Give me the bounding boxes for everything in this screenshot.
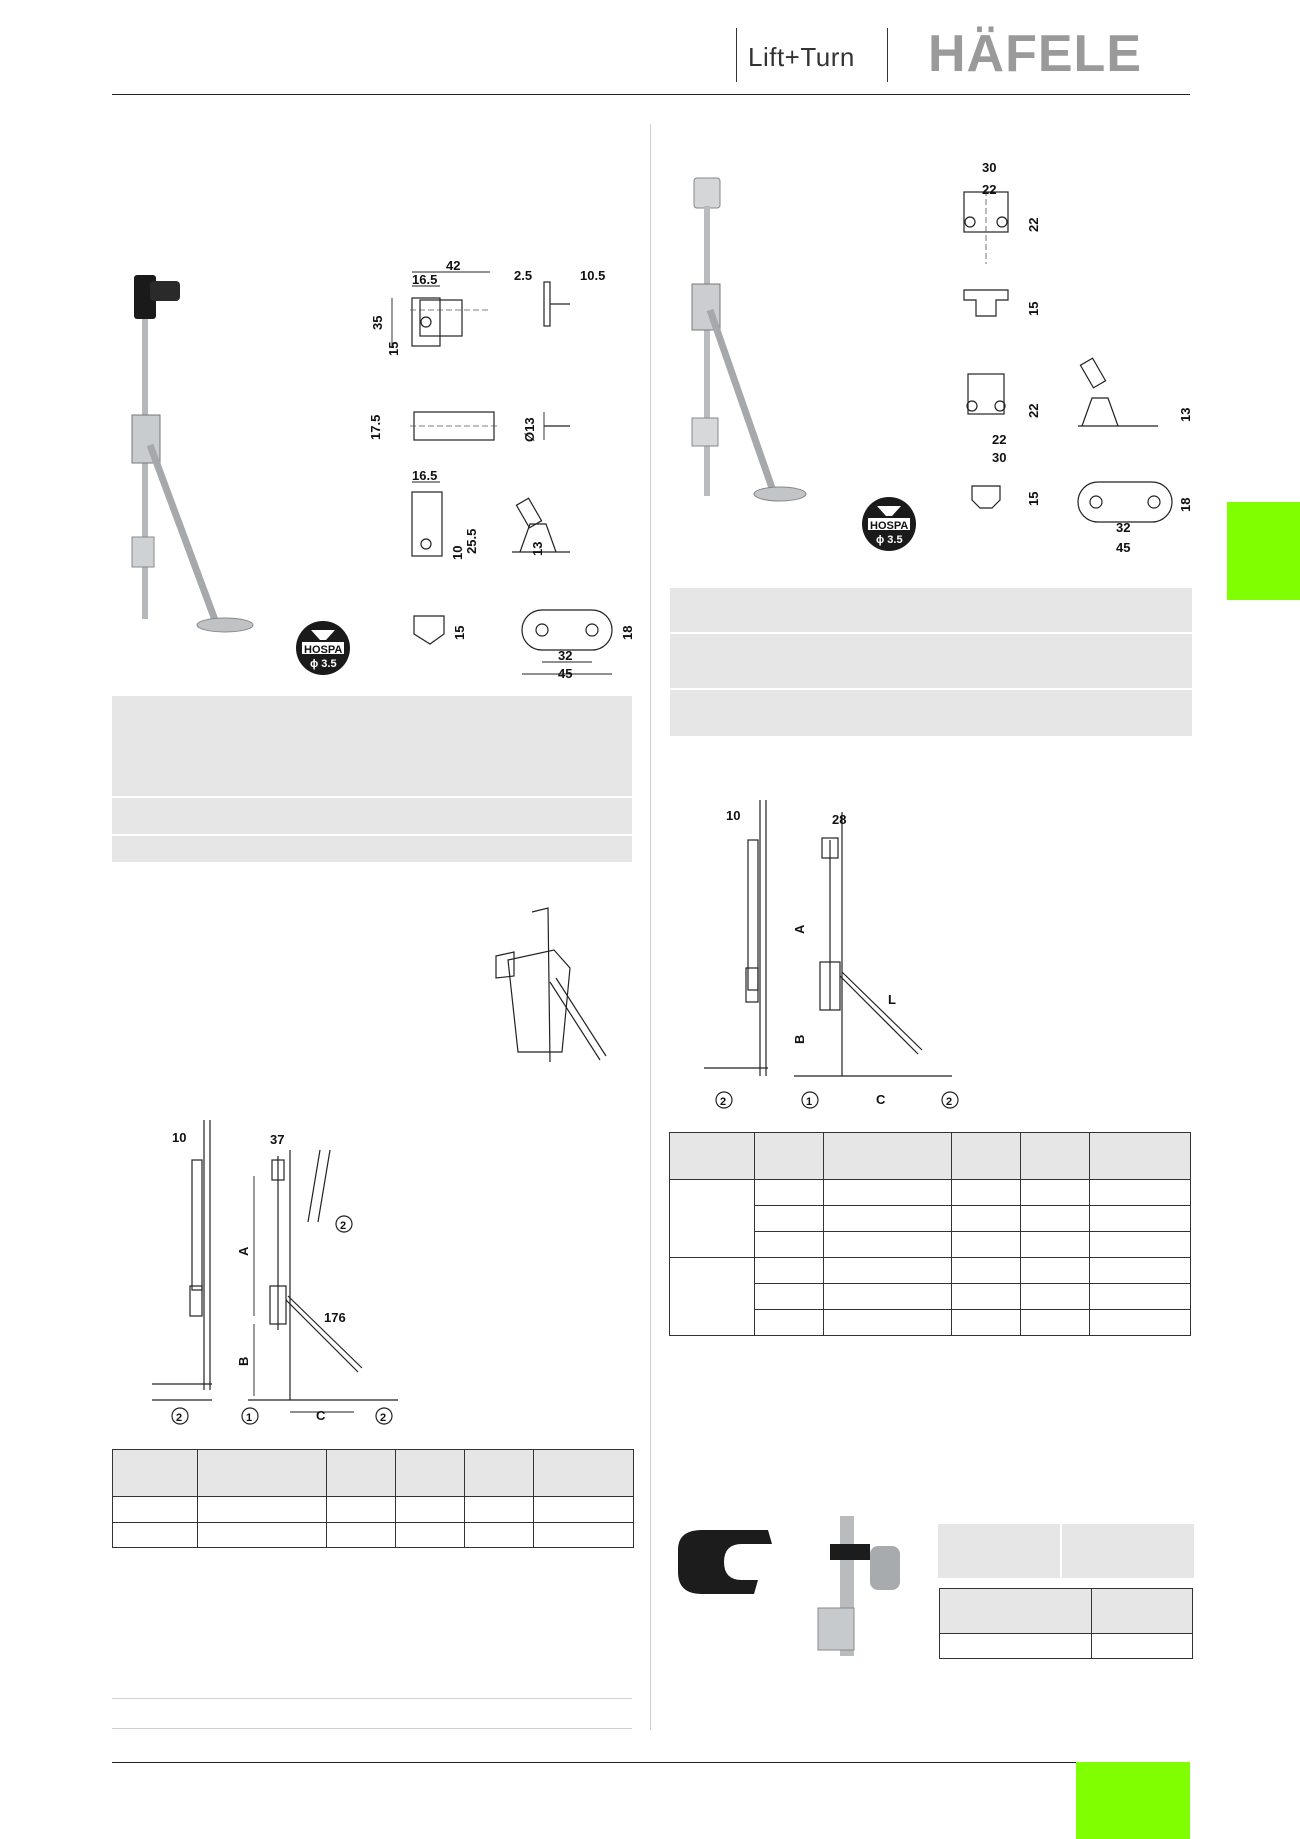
- hospa-screw-icon: [296, 621, 350, 675]
- installation-drawing-left: 10 37 A B 176 C 2 1 2 2: [152, 1120, 398, 1425]
- rdim-22: 22: [982, 182, 996, 197]
- dim-16-5-b: 16.5: [412, 468, 437, 483]
- dimension-table-right: [669, 1132, 1191, 1336]
- spec-panel-divider: [112, 834, 632, 836]
- install-dim-10: 10: [726, 808, 740, 823]
- hospa-badge: HOSPA ϕ 3.5: [294, 620, 352, 676]
- install-dim-l: L: [888, 992, 896, 1007]
- rdim-30: 30: [982, 160, 996, 175]
- hospa-screw-icon: [862, 497, 916, 551]
- install-dim-37: 37: [270, 1132, 284, 1147]
- technical-drawing-left: 42 16.5 35 15 2.5 10.5 17.5 Ø13 16.5 25.…: [370, 260, 635, 680]
- dim-17-5: 17.5: [370, 415, 383, 440]
- header-rule: [112, 94, 1190, 95]
- dim-13: 13: [530, 542, 545, 556]
- install-dim-a: A: [236, 1246, 251, 1256]
- table-row: [669, 1257, 1191, 1336]
- dim-32: 32: [558, 648, 572, 663]
- product-photo-stay-grey: [691, 177, 807, 502]
- install-dim-b: B: [236, 1357, 251, 1366]
- accessory-spec-panel: [938, 1524, 1194, 1578]
- footer-rule: [112, 1762, 1076, 1763]
- spec-panel-divider: [670, 632, 1192, 634]
- dim-25-5: 25.5: [464, 529, 479, 554]
- install-dim-10: 10: [172, 1130, 186, 1145]
- rdim-15-b: 15: [1026, 492, 1041, 506]
- rdim-15: 15: [1026, 302, 1041, 316]
- dim-35: 35: [370, 316, 385, 330]
- table-header-row: [939, 1588, 1193, 1634]
- dimension-table-left: [112, 1449, 634, 1548]
- rdim-22-b: 22: [1026, 404, 1041, 418]
- table-row: [939, 1633, 1193, 1659]
- section-tab: [1227, 502, 1300, 600]
- technical-drawing-right: 30 22 22 15 22 22 30 15 13 18 32 45: [963, 160, 1193, 555]
- product-photo-stay-black: [131, 275, 254, 633]
- table-row: [112, 1522, 634, 1548]
- divider: [112, 1728, 632, 1729]
- dim-2-5: 2.5: [514, 268, 532, 283]
- callout-2: 2: [720, 1096, 726, 1108]
- spec-panel-right: [670, 588, 1192, 736]
- callout-2: 2: [340, 1220, 346, 1232]
- dim-10-5: 10.5: [580, 268, 605, 283]
- hospa-badge: HOSPA ϕ 3.5: [860, 496, 918, 552]
- table-row: [670, 1309, 1191, 1336]
- page-tab: [1076, 1762, 1190, 1839]
- spec-panel-left: [112, 696, 632, 862]
- clip-accessory-photo: [678, 1530, 772, 1594]
- detail-clip-illustration: [495, 907, 607, 1062]
- lift-turn-logo-text: Lift+Turn: [748, 42, 855, 72]
- spec-panel-divider: [112, 796, 632, 798]
- hospa-size: ϕ 3.5: [876, 534, 903, 546]
- callout-2: 2: [380, 1412, 386, 1424]
- install-dim-a: A: [792, 924, 807, 934]
- lift-turn-logo: Lift+Turn: [748, 42, 855, 73]
- dim-o13: Ø13: [522, 417, 537, 442]
- callout-2: 2: [176, 1412, 182, 1424]
- install-dim-c: C: [316, 1408, 326, 1423]
- hospa-label: HOSPA: [870, 520, 909, 532]
- dim-15-b: 15: [452, 626, 467, 640]
- rdim-45: 45: [1116, 540, 1130, 555]
- dim-45: 45: [558, 666, 572, 680]
- table-row: [670, 1231, 1191, 1258]
- rdim-22-c: 22: [992, 432, 1006, 447]
- installation-drawing-right: 10 28 A B L C 2 1 2: [704, 800, 959, 1109]
- rdim-18: 18: [1178, 498, 1193, 512]
- dim-10: 10: [450, 546, 465, 560]
- install-dim-b: B: [792, 1035, 807, 1044]
- divider: [112, 1698, 632, 1699]
- spec-panel-divider: [1060, 1524, 1062, 1578]
- dim-15: 15: [386, 342, 401, 356]
- column-divider: [650, 124, 651, 1730]
- install-dim-176: 176: [324, 1310, 346, 1325]
- rdim-22-v: 22: [1026, 218, 1041, 232]
- hospa-size: ϕ 3.5: [310, 658, 337, 670]
- hafele-logo-text: HÄFELE: [928, 25, 1142, 83]
- rdim-13: 13: [1178, 408, 1193, 422]
- rdim-30-b: 30: [992, 450, 1006, 465]
- table-header-row: [112, 1449, 634, 1497]
- hafele-logo: HÄFELE: [928, 24, 1142, 84]
- table-row: [669, 1179, 1191, 1258]
- table-row: [670, 1205, 1191, 1232]
- install-dim-28: 28: [832, 812, 846, 827]
- callout-2: 2: [946, 1096, 952, 1108]
- dim-42: 42: [446, 260, 460, 273]
- accessory-table: [939, 1588, 1193, 1659]
- hospa-label: HOSPA: [304, 644, 343, 656]
- table-row: [112, 1496, 634, 1523]
- clip-mounted-photo: [817, 1516, 900, 1656]
- rdim-32: 32: [1116, 520, 1130, 535]
- dim-16-5: 16.5: [412, 272, 437, 287]
- callout-1: 1: [246, 1412, 252, 1424]
- dim-18: 18: [620, 626, 635, 640]
- install-dim-c: C: [876, 1092, 886, 1107]
- lift-turn-logo-frame: [736, 28, 888, 82]
- table-header-row: [669, 1132, 1191, 1180]
- spec-panel-divider: [670, 688, 1192, 690]
- callout-1: 1: [806, 1096, 812, 1108]
